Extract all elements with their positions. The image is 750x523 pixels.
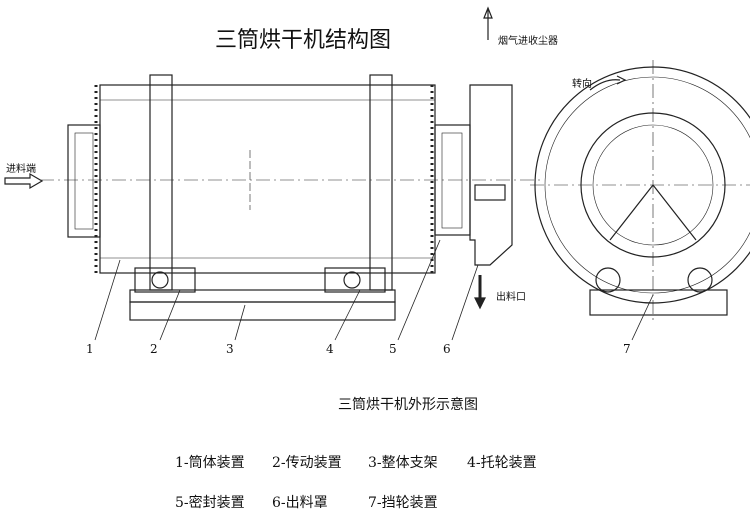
legend-item-7: 7-挡轮装置 <box>368 495 438 511</box>
callout-5: 5 <box>389 342 397 356</box>
diagram-title: 三筒烘干机结构图 <box>215 28 392 53</box>
callout-4: 4 <box>326 342 334 356</box>
legend-item-1: 1-筒体装置 <box>175 455 245 471</box>
feed-arrow <box>4 172 44 190</box>
drum-side-view <box>40 74 540 321</box>
feed-end-label: 进料端 <box>6 164 36 175</box>
drum-end-view <box>530 60 750 320</box>
callout-6: 6 <box>443 342 451 356</box>
legend-item-5: 5-密封装置 <box>175 495 245 511</box>
discharge-hood <box>434 6 513 310</box>
subtitle: 三筒烘干机外形示意图 <box>338 397 478 413</box>
callout-3: 3 <box>226 342 234 356</box>
legend-item-3: 3-整体支架 <box>368 455 438 471</box>
legend-item-2: 2-传动装置 <box>272 455 342 471</box>
callout-2: 2 <box>150 342 158 356</box>
rotation-label: 转向 <box>572 79 592 90</box>
flue-gas-label: 烟气进收尘器 <box>498 36 558 47</box>
legend-item-4: 4-托轮装置 <box>467 455 537 471</box>
leader-lines <box>94 239 654 341</box>
callout-7: 7 <box>623 342 631 356</box>
callout-1: 1 <box>86 342 94 356</box>
discharge-port-label: 出料口 <box>496 292 526 303</box>
legend-item-6: 6-出料罩 <box>272 495 328 511</box>
